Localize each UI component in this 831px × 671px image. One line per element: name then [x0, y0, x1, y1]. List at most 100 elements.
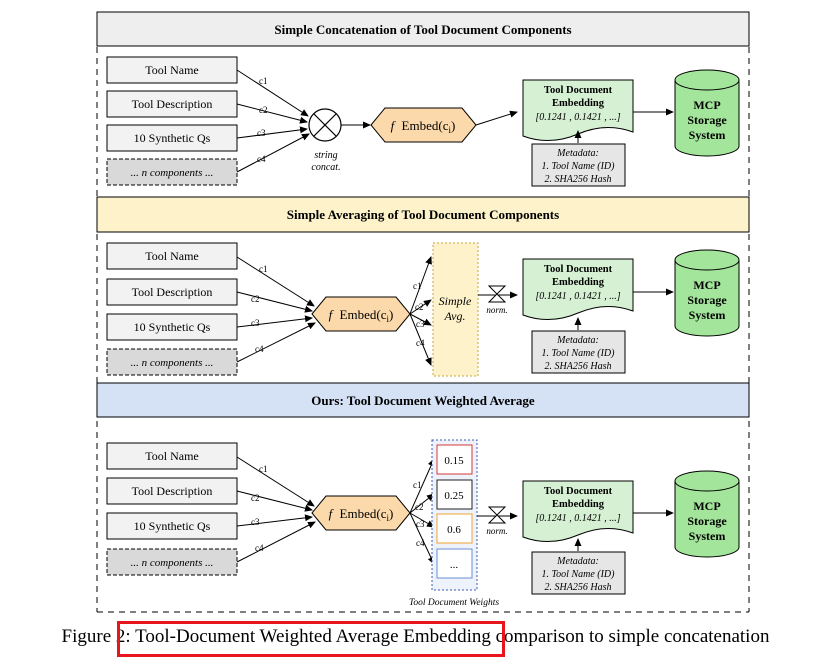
input-box: Tool Name — [106, 242, 238, 270]
edge-label: c2 — [415, 502, 424, 512]
edge-label: c2 — [259, 105, 268, 115]
edge-label: c1 — [259, 264, 268, 274]
svg-text:... n components ...: ... n components ... — [131, 557, 214, 569]
caption-highlighted: : Tool-Document Weighted Average Embeddi… — [125, 626, 491, 647]
svg-text:System: System — [689, 128, 726, 142]
svg-text:MCP: MCP — [693, 278, 720, 292]
edge-label: c4 — [257, 154, 266, 164]
section-averaging: Simple Averaging of Tool Document Compon… — [96, 196, 750, 377]
normalize-icon — [487, 285, 507, 303]
simple-average-block: Simple Avg. — [432, 242, 479, 377]
input-box: ... n components ... — [106, 548, 238, 576]
svg-text:MCP: MCP — [693, 98, 720, 112]
document-embedding: Tool Document Embedding [0.1241 , 0.1421… — [522, 79, 634, 141]
svg-text:10 Synthetic Qs: 10 Synthetic Qs — [134, 320, 211, 334]
norm-label: norm. — [486, 526, 507, 536]
embed-function: f Embed(ci) — [370, 107, 477, 143]
svg-text:Storage: Storage — [687, 293, 727, 307]
edge-label: c2 — [251, 493, 260, 503]
section-header — [96, 11, 750, 47]
svg-text:Tool Name: Tool Name — [145, 449, 198, 463]
input-box: 10 Synthetic Qs — [106, 512, 238, 540]
embed-function: f Embed(ci) — [311, 495, 411, 531]
input-box: Tool Name — [106, 56, 238, 84]
norm-label: norm. — [486, 305, 507, 315]
svg-text:Tool Document: Tool Document — [544, 486, 613, 497]
metadata-box: Metadata: 1. Tool Name (ID) 2. SHA256 Ha… — [531, 330, 626, 374]
input-box: ... n components ... — [106, 158, 238, 186]
svg-text:Tool Description: Tool Description — [132, 484, 213, 498]
weight-box — [436, 513, 473, 544]
svg-text:1. Tool Name (ID): 1. Tool Name (ID) — [542, 569, 616, 580]
edge-label: c3 — [257, 128, 266, 138]
section-concatenation: Simple Concatenation of Tool Document Co… — [96, 11, 750, 187]
svg-text:2. SHA256 Hash: 2. SHA256 Hash — [545, 174, 612, 185]
svg-text:[0.1241 , 0.1421 , ...]: [0.1241 , 0.1421 , ...] — [535, 513, 620, 524]
document-embedding: Tool Document Embedding [0.1241 , 0.1421… — [522, 258, 634, 320]
svg-text:Storage: Storage — [687, 514, 727, 528]
svg-text:Tool Description: Tool Description — [132, 285, 213, 299]
svg-text:f Embed(ci): f Embed(ci) — [329, 307, 394, 324]
section-header — [96, 196, 750, 233]
normalize-icon — [487, 506, 507, 524]
caption-prefix: Figure 2 — [61, 626, 126, 647]
edge-label: c1 — [259, 464, 268, 474]
svg-text:System: System — [689, 529, 726, 543]
edge-label: c3 — [416, 319, 425, 329]
svg-text:MCP: MCP — [693, 499, 720, 513]
edge-label: c4 — [255, 344, 264, 354]
edge-label: c4 — [416, 338, 425, 348]
caption-suffix: comparison to simple concatenation — [490, 626, 770, 647]
svg-text:Simple: Simple — [439, 294, 472, 308]
weights-group: 0.15 0.25 0.6 ... — [431, 439, 478, 591]
svg-text:10 Synthetic Qs: 10 Synthetic Qs — [134, 131, 211, 145]
edge-label: c1 — [259, 76, 268, 86]
document-embedding: Tool Document Embedding [0.1241 , 0.1421… — [522, 480, 634, 542]
edge-label: c2 — [251, 294, 260, 304]
weights-caption: Tool Document Weights — [409, 598, 499, 608]
edge-label: c4 — [255, 543, 264, 553]
svg-text:2. SHA256 Hash: 2. SHA256 Hash — [545, 361, 612, 372]
concat-operator-icon — [308, 108, 342, 142]
svg-text:Metadata:: Metadata: — [556, 335, 599, 346]
svg-text:Tool Document: Tool Document — [544, 264, 613, 275]
svg-text:Embedding: Embedding — [552, 499, 605, 510]
svg-text:... n components ...: ... n components ... — [131, 167, 214, 179]
svg-text:2. SHA256 Hash: 2. SHA256 Hash — [545, 582, 612, 593]
svg-text:0.6: 0.6 — [447, 524, 461, 536]
svg-text:[0.1241 , 0.1421 , ...]: [0.1241 , 0.1421 , ...] — [535, 112, 620, 123]
svg-text:Tool Description: Tool Description — [132, 97, 213, 111]
svg-text:Tool Name: Tool Name — [145, 249, 198, 263]
svg-text:Metadata:: Metadata: — [556, 148, 599, 159]
input-box: 10 Synthetic Qs — [106, 313, 238, 341]
svg-text:... n components ...: ... n components ... — [131, 357, 214, 369]
edge-label: c1 — [413, 480, 422, 490]
edge-label: c3 — [416, 519, 425, 529]
input-box: Tool Description — [106, 477, 238, 505]
weight-box — [436, 479, 473, 510]
combiner-label: string — [314, 150, 337, 161]
svg-text:f Embed(ci): f Embed(ci) — [391, 118, 456, 135]
mcp-storage-icon: MCP Storage System — [674, 470, 740, 558]
metadata-box: Metadata: 1. Tool Name (ID) 2. SHA256 Ha… — [531, 143, 626, 187]
metadata-box: Metadata: 1. Tool Name (ID) 2. SHA256 Ha… — [531, 551, 626, 595]
svg-text:0.15: 0.15 — [444, 455, 464, 467]
figure-caption: Figure 2: Tool-Document Weighted Average… — [0, 626, 831, 648]
svg-text:[0.1241 , 0.1421 , ...]: [0.1241 , 0.1421 , ...] — [535, 291, 620, 302]
embed-function: f Embed(ci) — [311, 296, 411, 332]
section-title: Simple Averaging of Tool Document Compon… — [287, 207, 559, 222]
input-box: Tool Description — [106, 90, 238, 118]
svg-text:Metadata:: Metadata: — [556, 556, 599, 567]
mcp-storage-icon: MCP Storage System — [674, 249, 740, 337]
weight-box — [436, 444, 473, 475]
section-header — [96, 382, 750, 418]
edge-label: c3 — [251, 318, 260, 328]
edge-label: c4 — [416, 538, 425, 548]
svg-text:0.25: 0.25 — [444, 490, 464, 502]
edge-label: c1 — [413, 281, 422, 291]
svg-text:System: System — [689, 308, 726, 322]
edge-label: c2 — [415, 302, 424, 312]
svg-text:Tool Name: Tool Name — [145, 63, 198, 77]
input-box: Tool Description — [106, 278, 238, 306]
